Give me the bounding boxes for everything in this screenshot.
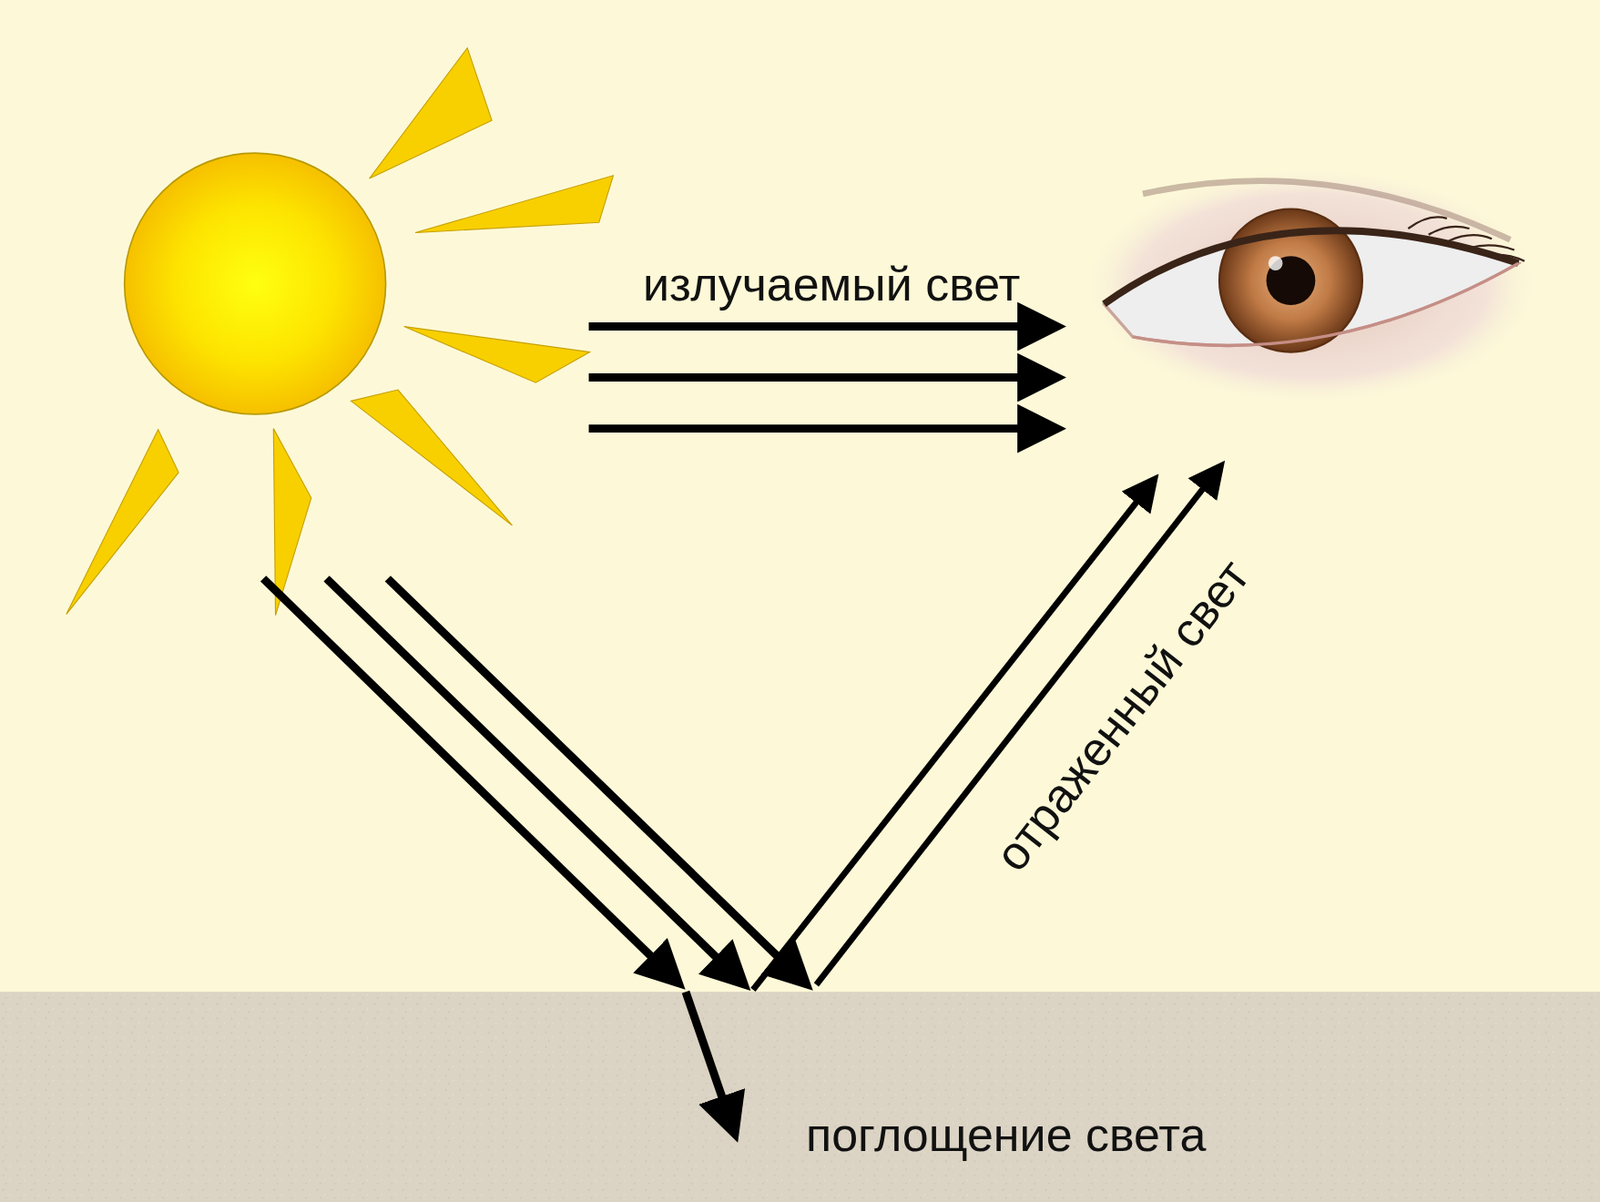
sun	[124, 152, 387, 415]
light-label: поглощение света	[805, 1108, 1206, 1163]
eye	[1076, 163, 1546, 408]
emitted-arrows	[589, 326, 1027, 429]
sun-rays	[66, 48, 614, 616]
light-label: излучаемый свет	[642, 257, 1020, 313]
ground	[0, 991, 1600, 1202]
absorption-arrow	[685, 991, 725, 1104]
incident-arrows	[263, 578, 784, 962]
